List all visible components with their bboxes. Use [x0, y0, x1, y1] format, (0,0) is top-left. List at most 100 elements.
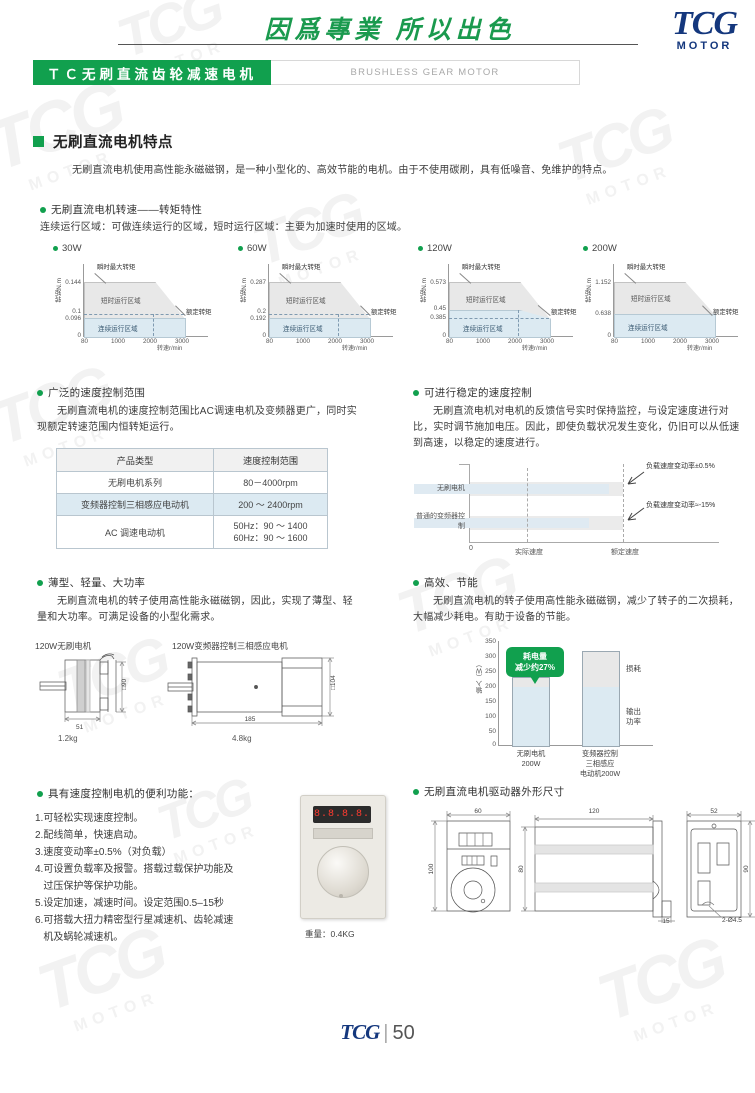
- chart-title-120w: 120W: [418, 243, 578, 254]
- section-title-bar: ＴＣ无刷直流齿轮减速电机 BRUSHLESS GEAR MOTOR: [33, 60, 580, 85]
- y-tick: 0: [442, 332, 446, 339]
- legend-output: 输出 功率: [626, 707, 641, 726]
- list-item: 3.速度变动率±0.5%（对负载）: [35, 847, 172, 858]
- table-cell-range: 80－4000rpm: [213, 471, 328, 494]
- y-tick: 300: [485, 653, 496, 660]
- y-tick: 50: [488, 728, 496, 735]
- x-tick: 2000: [508, 338, 523, 345]
- dot-icon: [53, 246, 58, 251]
- x-tick: 3000: [360, 338, 375, 345]
- table-cell-range: 200 ～ 2400rpm: [213, 493, 328, 516]
- dot-icon: [37, 790, 43, 797]
- y-tick: 0.144: [65, 279, 81, 286]
- peak-torque-callout: 瞬时最大转矩: [627, 264, 666, 271]
- dim-height: 100: [428, 863, 435, 874]
- continuous-run-label: 连续运行区域: [98, 326, 138, 333]
- dim-flange: 15: [662, 918, 670, 925]
- rated-torque-callout: 额定转矩: [186, 309, 212, 316]
- y-tick: 0.385: [430, 314, 446, 321]
- chart-title-30w: 30W: [53, 243, 213, 254]
- dot-icon: [37, 579, 43, 586]
- inverter-bar-fill: [414, 518, 589, 528]
- bullet-driver-dimensions: 无刷直流电机驱动器外形尺寸: [413, 784, 564, 799]
- 2000rpm-dashline: [153, 314, 154, 336]
- x-tick: 1000: [296, 338, 311, 345]
- continuous-run-region: [269, 318, 371, 338]
- peak-torque-callout: 瞬时最大转矩: [462, 264, 501, 271]
- footer-separator: |: [383, 1022, 389, 1044]
- inverter-motor-drawing: 185 □104: [168, 652, 337, 732]
- table-row: AC 调速电动机 50Hz：90 ～ 1400 60Hz：90 ～ 1600: [56, 515, 328, 549]
- title-chinese: ＴＣ无刷直流齿轮减速电机: [33, 60, 271, 85]
- driver-display: 8.8.8.8.: [313, 806, 371, 823]
- dot-icon: [583, 246, 588, 251]
- list-item: 6.可搭载大扭力精密型行星减速机、齿轮减速: [35, 915, 234, 926]
- rated-torque-dashline: [449, 318, 549, 319]
- y-axis: [448, 264, 449, 336]
- short-run-label: 短时运行区域: [631, 296, 671, 303]
- bar-brushless-output: [512, 686, 550, 747]
- x-category-inverter: 变频器控制 三相感应 电动机200W: [579, 749, 621, 778]
- y-tick: 200: [485, 683, 496, 690]
- y-axis: [83, 264, 84, 336]
- table-cell-type: 变频器控制三相感应电动机: [56, 493, 214, 516]
- chart-plot-area: 转矩N.m 短时运行区域 连续运行区域 1.152 0.638 0 80 100…: [583, 264, 743, 352]
- short-run-label: 短时运行区域: [466, 297, 506, 304]
- display-value: 8.8.8.8.: [313, 809, 370, 820]
- bullet-label: 无刷直流电机转速——转矩特性: [51, 204, 203, 216]
- bullet-speed-range: 广泛的速度控制范围: [37, 385, 145, 400]
- brushless-bar-label: 无刷电机: [437, 485, 465, 492]
- dim-back-height: 90: [743, 865, 750, 873]
- x-tick-rated: 额定速度: [611, 549, 639, 556]
- efficiency-paragraph: 无刷直流电机的转子使用高性能永磁磁钢，减少了转子的二次损耗，大幅减少耗电。有助于…: [413, 596, 739, 623]
- actual-speed-dashline: [527, 468, 528, 542]
- drawing2-weight: 4.8kg: [232, 734, 252, 743]
- footer-brand: TCG: [340, 1020, 380, 1044]
- x-tick: 1000: [476, 338, 491, 345]
- x-tick: 3000: [705, 338, 720, 345]
- rated-torque-dashline: [84, 314, 184, 315]
- chart-plot-area: 转矩N.m 短时运行区域 连续运行区域 0.573 0.45 0.385 0 8…: [418, 264, 578, 352]
- x-tick: 1000: [111, 338, 126, 345]
- dot-icon: [40, 206, 46, 213]
- dot-icon: [418, 246, 423, 251]
- y-axis: [613, 264, 614, 336]
- x-tick: 80: [611, 338, 619, 345]
- dim-length: 185: [245, 716, 256, 723]
- x-axis: [469, 542, 719, 543]
- x-axis-label: 转速r/min: [157, 346, 183, 352]
- list-item: 机及蜗轮减速机。: [35, 932, 124, 943]
- y-tick: 0.638: [595, 310, 611, 317]
- logo-text: TCG: [672, 5, 738, 42]
- continuous-run-region: [84, 318, 186, 338]
- x-tick: 80: [81, 338, 89, 345]
- y-axis: [498, 641, 499, 745]
- inverter-bar-label: 普通的变频器控制: [416, 513, 465, 530]
- brushless-motor-drawing: 51 □90: [30, 652, 128, 731]
- chart-power-label: 120W: [427, 243, 452, 254]
- chart-plot-area: 转矩N.m 短时运行区域 连续运行区域 0.144 0.1 0.096 0 80…: [53, 264, 213, 352]
- speed-stability-chart: 无刷电机 普通的变频器控制 0 实际速度 额定速度 负载速度变动率±0.5% 负…: [413, 458, 743, 558]
- page-slogan: 因爲專業 所以出色: [264, 17, 516, 44]
- chart-power-label: 30W: [62, 243, 82, 254]
- y-tick: 350: [485, 638, 496, 645]
- driver-dimension-drawing: 60 100 120 80 15 52 90 2-Ø4.5: [428, 808, 745, 925]
- driver-speed-knob[interactable]: [317, 846, 369, 898]
- list-item: 过压保护等保护功能。: [35, 881, 144, 892]
- speed-range-paragraph: 无刷直流电机的速度控制范围比AC调速电机及变频器更广，同时实现额定转速范围内恒转…: [37, 406, 357, 433]
- intro-paragraph: 无刷直流电机使用高性能永磁磁钢，是一种小型化的、高效节能的电机。由于不使用碳刷，…: [72, 165, 613, 176]
- y-tick: 0.287: [250, 279, 266, 286]
- bullet-torque-characteristic: 无刷直流电机转速——转矩特性: [40, 202, 202, 217]
- arrow-icon: [618, 506, 648, 528]
- bullet-label: 广泛的速度控制范围: [48, 387, 146, 399]
- dim-height: □104: [330, 675, 337, 690]
- x-axis-label: 转速r/min: [522, 346, 548, 352]
- x-axis: [498, 745, 653, 746]
- torque-chart-60w: 60W 转矩N.m 短时运行区域 连续运行区域 0.287 0.2 0.192 …: [238, 243, 398, 352]
- rated-torque-callout: 额定转矩: [551, 309, 577, 316]
- rated-torque-dashline: [269, 314, 369, 315]
- table-cell-range: 50Hz：90 ～ 1400 60Hz：90 ～ 1600: [213, 515, 328, 549]
- x-tick: 80: [446, 338, 454, 345]
- drawing1-weight: 1.2kg: [58, 734, 78, 743]
- peak-torque-callout: 瞬时最大转矩: [97, 264, 136, 271]
